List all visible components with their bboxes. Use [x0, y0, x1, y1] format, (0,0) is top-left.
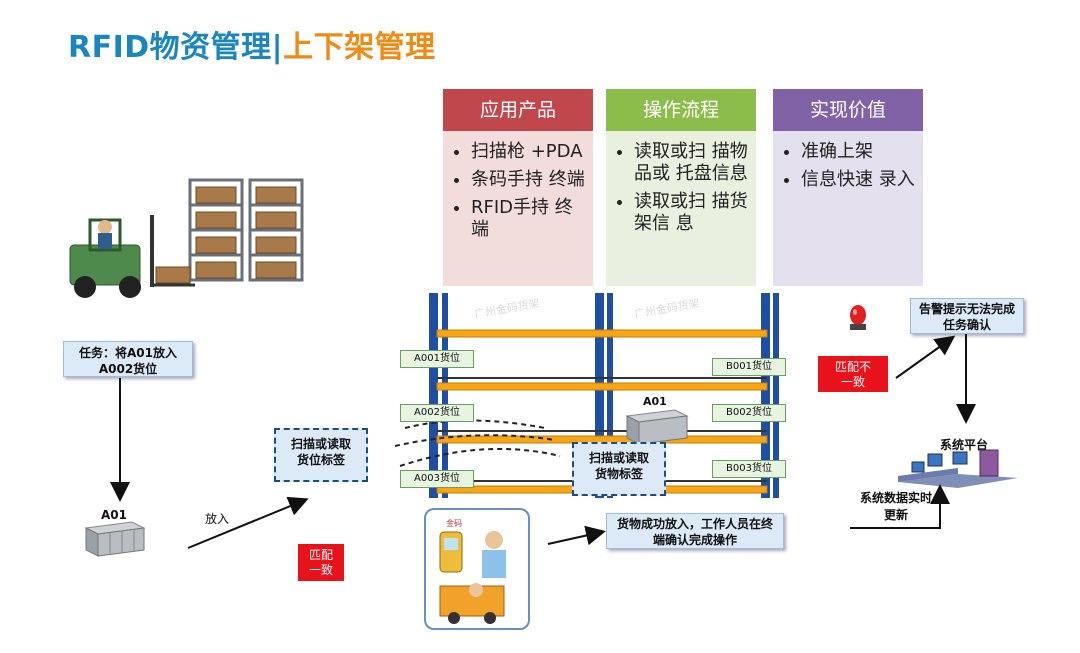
column-products-body: 扫描枪 +PDA 条码手持 终端 RFID手持 终端: [443, 131, 593, 241]
column-products: 应用产品 扫描枪 +PDA 条码手持 终端 RFID手持 终端: [443, 89, 593, 286]
scan-goods-tag-box: 扫描或读取货物标签: [572, 442, 666, 496]
column-products-header: 应用产品: [443, 89, 593, 131]
platform-label: 系统平台: [940, 438, 989, 452]
scan-shelf-tag-box: 扫描或读取货位标签: [274, 428, 368, 482]
forklift-illustration: [69, 178, 304, 298]
list-item: 信息快速 录入: [801, 169, 915, 191]
alarm-box: 告警提示无法完成任务确认: [910, 298, 1024, 334]
device-brand: 金码: [446, 518, 462, 528]
rack-watermark: 广州金码货架: [473, 296, 540, 321]
list-item: 扫描枪 +PDA: [471, 141, 585, 163]
put-in-label: 放入: [205, 512, 230, 526]
title-shelving: 上下架管理: [283, 30, 436, 65]
arrow-to-success: [547, 525, 606, 546]
shelf-label-a001: A001货位: [400, 350, 474, 368]
cargo-box-icon: [84, 521, 146, 557]
column-value-header: 实现价值: [773, 89, 923, 131]
rack-watermark-2: 广州金码货架: [633, 296, 700, 321]
column-process: 操作流程 读取或扫 描物品或 托盘信息 读取或扫 描货架信 息: [606, 89, 756, 286]
list-item: RFID手持 终端: [471, 197, 585, 241]
list-item: 准确上架: [801, 141, 915, 163]
column-process-header: 操作流程: [606, 89, 756, 131]
list-item: 条码手持 终端: [471, 169, 585, 191]
page-title: RFID物资管理|上下架管理: [68, 22, 436, 66]
shelf-label-a003: A003货位: [400, 470, 474, 488]
shelf-rack-illustration: 广州金码货架 广州金码货架 A01: [395, 293, 779, 498]
handheld-worker-icon: 金码: [439, 518, 506, 624]
column-value-body: 准确上架 信息快速 录入: [773, 131, 923, 191]
system-platform-icon: [898, 449, 1018, 488]
list-item: 读取或扫 描物品或 托盘信息: [634, 141, 748, 185]
task-box: 任务：将A01放入A002货位: [63, 341, 193, 377]
sync-box: 系统数据实时更新: [860, 491, 933, 522]
arrow-mismatch-to-alarm: [895, 335, 956, 379]
success-confirm-box: 货物成功放入，工作人员在终端确认完成操作: [606, 513, 784, 549]
match-success-box: 匹配一致: [298, 544, 344, 581]
alarm-light-icon: [850, 305, 866, 330]
list-item: 读取或扫 描货架信 息: [634, 191, 748, 235]
cargo-label-left: A01: [101, 508, 127, 522]
shelf-label-b003: B003货位: [712, 460, 786, 478]
shelf-label-b002: B002货位: [712, 404, 786, 422]
match-fail-box: 匹配不一致: [818, 356, 888, 392]
shelf-label-b001: B001货位: [712, 358, 786, 376]
column-value: 实现价值 准确上架 信息快速 录入: [773, 89, 923, 286]
shelf-label-a002: A002货位: [400, 404, 474, 422]
title-rfid: RFID物资管理|: [68, 30, 284, 65]
column-process-body: 读取或扫 描物品或 托盘信息 读取或扫 描货架信 息: [606, 131, 756, 235]
rack-cargo-label: A01: [643, 395, 667, 408]
handheld-device-panel: 金码: [424, 508, 530, 630]
